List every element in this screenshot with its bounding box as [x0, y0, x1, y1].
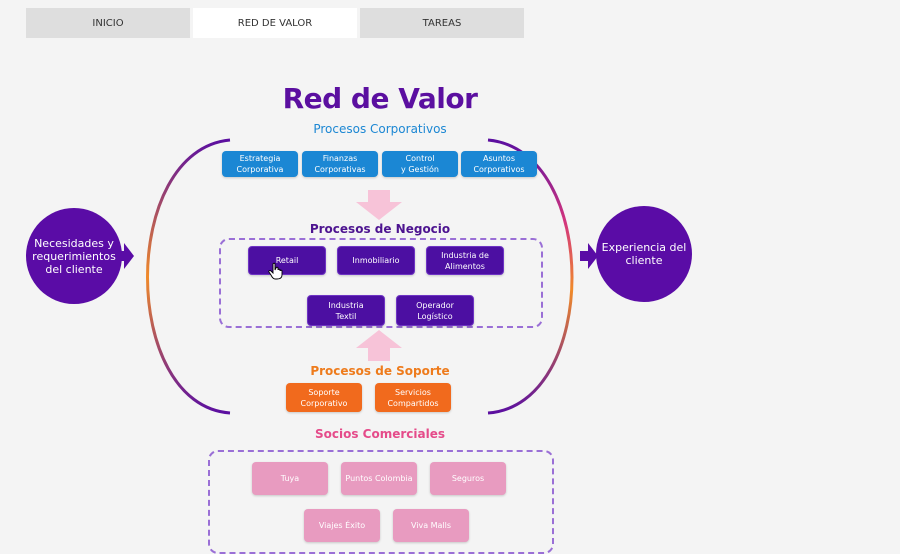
box-viva-malls[interactable]: Viva Malls	[393, 509, 469, 542]
tab-red-de-valor[interactable]: RED DE VALOR	[193, 8, 357, 38]
left-arrow	[120, 243, 134, 269]
up-arrow	[356, 330, 402, 361]
box-finanzas-corporativas[interactable]: Finanzas Corporativas	[302, 151, 378, 177]
box-asuntos-corporativos[interactable]: Asuntos Corporativos	[461, 151, 537, 177]
box-control-gestion[interactable]: Control y Gestión	[382, 151, 458, 177]
hand-cursor-icon	[268, 262, 283, 280]
circle-necesidades-cliente: Necesidades y requerimientos del cliente	[26, 208, 122, 304]
left-arc	[146, 138, 231, 415]
section-title-socios: Socios Comerciales	[314, 427, 445, 441]
right-arrow	[580, 243, 598, 269]
box-industria-alimentos[interactable]: Industria de Alimentos	[426, 246, 504, 275]
box-industria-textil[interactable]: Industria Textil	[307, 295, 385, 326]
tab-bar: INICIO RED DE VALOR TAREAS	[26, 8, 524, 38]
box-viajes-exito[interactable]: Viajes Éxito	[304, 509, 380, 542]
box-tuya[interactable]: Tuya	[252, 462, 328, 495]
box-seguros[interactable]: Seguros	[430, 462, 506, 495]
section-title-negocio: Procesos de Negocio	[309, 222, 451, 236]
box-puntos-colombia[interactable]: Puntos Colombia	[341, 462, 417, 495]
section-title-corporativos: Procesos Corporativos	[313, 122, 447, 136]
tab-tareas[interactable]: TAREAS	[360, 8, 524, 38]
box-estrategia-corporativa[interactable]: Estrategia Corporativa	[222, 151, 298, 177]
box-operador-logistico[interactable]: Operador Logístico	[396, 295, 474, 326]
page-title: Red de Valor	[282, 82, 478, 115]
box-servicios-compartidos[interactable]: Servicios Compartidos	[375, 383, 451, 412]
box-inmobiliario[interactable]: Inmobiliario	[337, 246, 415, 275]
down-arrow	[356, 190, 402, 220]
box-soporte-corporativo[interactable]: Soporte Corporativo	[286, 383, 362, 412]
negocio-group	[219, 238, 543, 328]
circle-experiencia-cliente: Experiencia del cliente	[596, 206, 692, 302]
box-retail[interactable]: Retail	[248, 246, 326, 275]
section-title-soporte: Procesos de Soporte	[310, 364, 450, 378]
socios-group	[208, 450, 554, 554]
tab-inicio[interactable]: INICIO	[26, 8, 190, 38]
